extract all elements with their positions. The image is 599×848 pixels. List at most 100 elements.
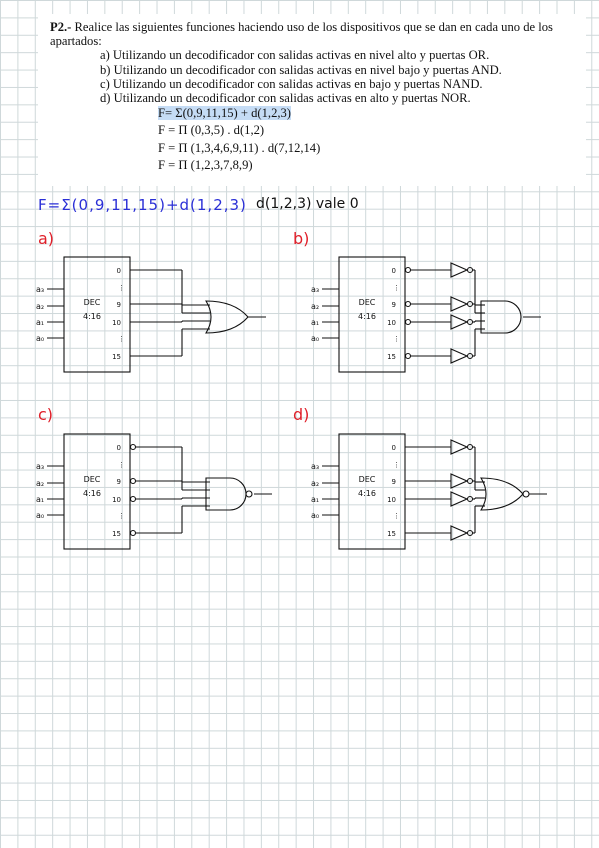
input-label: a₂ — [311, 479, 319, 488]
not-gate — [450, 473, 469, 489]
circuit-label: c) — [38, 405, 53, 424]
formula-d: F = Π (1,2,3,7,8,9) — [158, 157, 253, 172]
input-label: a₁ — [36, 495, 44, 504]
output-label: 0 — [117, 444, 121, 452]
problem-intro: P2.- Realice las siguientes funciones ha… — [50, 20, 576, 48]
not-gate-bubble — [466, 266, 474, 274]
formula-a[interactable]: F= Σ(0,9,11,15) + d(1,2,3) — [158, 106, 292, 121]
decoder-block — [63, 433, 131, 550]
decoder-title: DEC — [359, 298, 376, 307]
not-gate — [450, 314, 469, 330]
output-bubble — [404, 266, 412, 274]
input-label: a₂ — [36, 479, 44, 488]
not-gate — [450, 491, 469, 507]
formula-c: F = Π (1,3,4,6,9,11) . d(7,12,14) — [158, 140, 321, 155]
output-ellipsis: ⋮ — [118, 335, 125, 343]
decoder-block — [338, 433, 406, 550]
and-gate — [480, 300, 522, 334]
gate-bubble — [245, 490, 253, 498]
output-bubble — [129, 495, 137, 503]
problem-number: P2.- — [50, 20, 72, 34]
output-ellipsis: ⋮ — [118, 461, 125, 469]
circuit-label: d) — [293, 405, 309, 424]
decoder-title: DEC — [84, 298, 101, 307]
formula-list: F= Σ(0,9,11,15) + d(1,2,3) F = Π (0,3,5)… — [158, 106, 576, 172]
decoder-size: 4:16 — [83, 489, 101, 498]
output-label: 10 — [112, 496, 121, 504]
input-label: a₀ — [36, 511, 44, 520]
formula-b: F = Π (0,3,5) . d(1,2) — [158, 123, 265, 138]
circuit-label: a) — [38, 229, 54, 248]
decoder-block — [63, 256, 131, 373]
input-label: a₀ — [36, 334, 44, 343]
problem-statement-box: P2.- Realice las siguientes funciones ha… — [38, 14, 586, 186]
input-label: a₁ — [36, 318, 44, 327]
problem-item-c: c) Utilizando un decodificador con salid… — [100, 76, 483, 91]
output-bubble — [404, 318, 412, 326]
not-gate-bubble — [466, 477, 474, 485]
input-label: a₁ — [311, 318, 319, 327]
or-gate — [480, 477, 524, 511]
problem-statement: Realice las siguientes funciones haciend… — [50, 20, 553, 49]
output-bubble — [129, 529, 137, 537]
output-bubble — [404, 300, 412, 308]
decoder-title: DEC — [84, 475, 101, 484]
input-label: a₃ — [311, 285, 319, 294]
output-ellipsis: ⋮ — [393, 335, 400, 343]
output-label: 15 — [387, 353, 396, 361]
input-label: a₀ — [311, 334, 319, 343]
not-gate — [450, 525, 469, 541]
gate-bubble — [522, 490, 530, 498]
output-bubble — [129, 477, 137, 485]
input-label: a₃ — [36, 462, 44, 471]
not-gate-bubble — [466, 352, 474, 360]
not-gate-bubble — [466, 443, 474, 451]
input-label: a₀ — [311, 511, 319, 520]
problem-item-d: d) Utilizando un decodificador con salid… — [100, 91, 471, 106]
output-label: 9 — [117, 301, 121, 309]
output-label: 9 — [392, 301, 396, 309]
not-gate — [450, 348, 469, 364]
circuit-c: c) DEC 4:16 a₃ a₂ a₁ a₀ 0 9 10 15 ⋮ ⋮ — [36, 405, 272, 550]
decoder-size: 4:16 — [358, 312, 376, 321]
output-label: 0 — [392, 444, 396, 452]
input-label: a₂ — [36, 302, 44, 311]
and-gate — [205, 477, 247, 511]
output-bubble — [129, 443, 137, 451]
not-gate-bubble — [466, 300, 474, 308]
output-label: 0 — [392, 267, 396, 275]
circuit-label: b) — [293, 229, 309, 248]
circuit-b: b) DEC 4:16 a₃ a₂ a₁ a₀ 0 9 10 15 ⋮ ⋮ — [293, 229, 541, 373]
handwritten-function: F=Σ(0,9,11,15)+d(1,2,3) — [38, 196, 247, 214]
output-bubble — [404, 352, 412, 360]
decoder-title: DEC — [359, 475, 376, 484]
problem-item-b: b) Utilizando un decodificador con salid… — [100, 62, 502, 77]
not-gate — [450, 262, 469, 278]
output-ellipsis: ⋮ — [118, 512, 125, 520]
output-label: 15 — [387, 530, 396, 538]
decoder-size: 4:16 — [358, 489, 376, 498]
not-gate-bubble — [466, 495, 474, 503]
handwritten-dontcare-note: d(1,2,3) vale 0 — [256, 196, 359, 212]
output-label: 9 — [392, 478, 396, 486]
input-label: a₃ — [311, 462, 319, 471]
decoder-block — [338, 256, 406, 373]
output-label: 10 — [387, 496, 396, 504]
output-label: 15 — [112, 530, 121, 538]
input-label: a₃ — [36, 285, 44, 294]
output-label: 10 — [387, 319, 396, 327]
not-gate — [450, 296, 469, 312]
not-gate — [450, 439, 469, 455]
input-label: a₂ — [311, 302, 319, 311]
or-gate — [205, 300, 249, 334]
output-label: 9 — [117, 478, 121, 486]
decoder-size: 4:16 — [83, 312, 101, 321]
output-ellipsis: ⋮ — [393, 284, 400, 292]
output-label: 0 — [117, 267, 121, 275]
problem-items: a) Utilizando un decodificador con salid… — [100, 48, 576, 105]
not-gate-bubble — [466, 529, 474, 537]
output-ellipsis: ⋮ — [393, 461, 400, 469]
